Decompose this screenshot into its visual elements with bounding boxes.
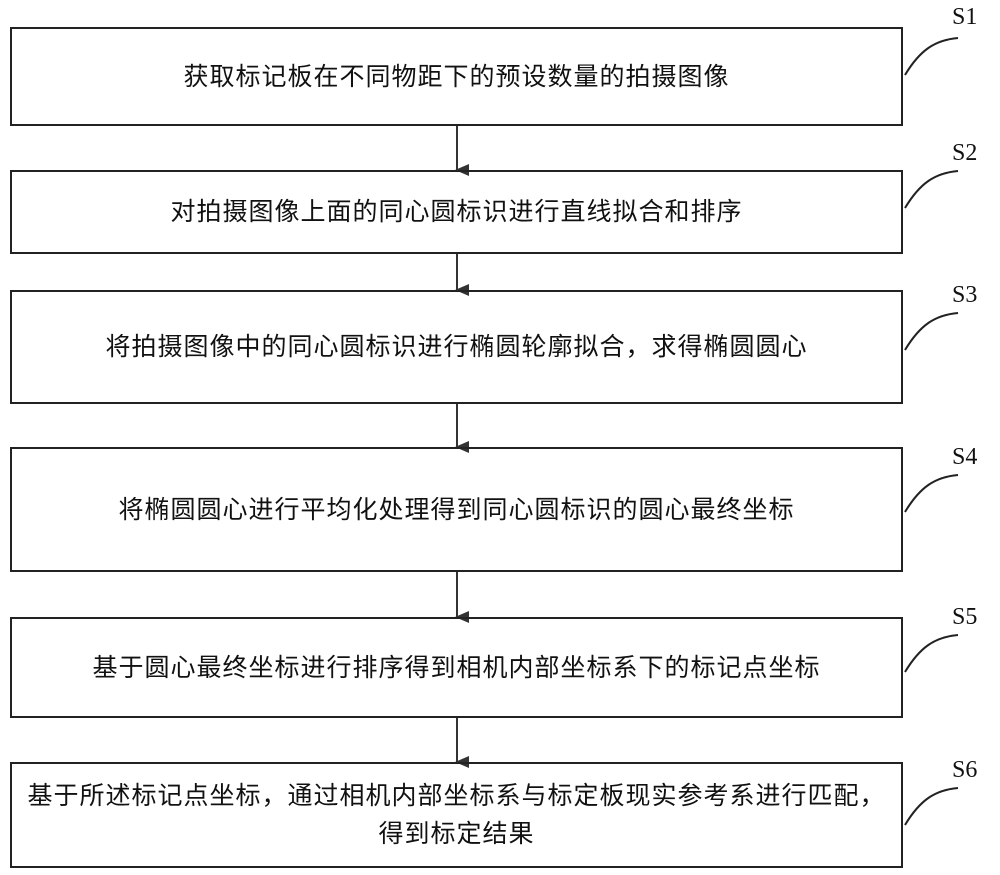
leader-s5 [904, 634, 959, 673]
step-box-s6: 基于所述标记点坐标，通过相机内部坐标系与标定板现实参考系进行匹配，得到标定结果 [10, 762, 903, 868]
step-label-s3: S3 [952, 282, 978, 308]
step-label-s2: S2 [952, 140, 978, 166]
step-label-s1: S1 [952, 4, 978, 30]
step-text-s5: 基于圆心最终坐标进行排序得到相机内部坐标系下的标记点坐标 [92, 652, 821, 682]
step-label-s6: S6 [952, 757, 978, 783]
step-label-s5: S5 [952, 604, 978, 630]
step-text-s3: 将拍摄图像中的同心圆标识进行椭圆轮廓拟合，求得椭圆圆心 [105, 332, 808, 361]
step-text-s4: 将椭圆圆心进行平均化处理得到同心圆标识的圆心最终坐标 [118, 494, 795, 524]
leader-s1 [904, 37, 959, 76]
step-box-s5: 基于圆心最终坐标进行排序得到相机内部坐标系下的标记点坐标 [10, 617, 903, 718]
step-box-s1: 获取标记板在不同物距下的预设数量的拍摄图像 [10, 27, 903, 126]
leader-s3 [904, 312, 959, 351]
step-text-s1: 获取标记板在不同物距下的预设数量的拍摄图像 [183, 61, 730, 91]
leader-s6 [904, 787, 959, 826]
leader-s2 [904, 170, 959, 209]
step-text-s6: 基于所述标记点坐标，通过相机内部坐标系与标定板现实参考系进行匹配，得到标定结果 [27, 781, 886, 848]
step-box-s4: 将椭圆圆心进行平均化处理得到同心圆标识的圆心最终坐标 [10, 447, 903, 572]
leader-s4 [904, 474, 959, 513]
step-label-s4: S4 [952, 444, 978, 470]
step-box-s3: 将拍摄图像中的同心圆标识进行椭圆轮廓拟合，求得椭圆圆心 [10, 290, 903, 404]
step-text-s2: 对拍摄图像上面的同心圆标识进行直线拟合和排序 [170, 197, 743, 226]
step-box-s2: 对拍摄图像上面的同心圆标识进行直线拟合和排序 [10, 170, 903, 254]
